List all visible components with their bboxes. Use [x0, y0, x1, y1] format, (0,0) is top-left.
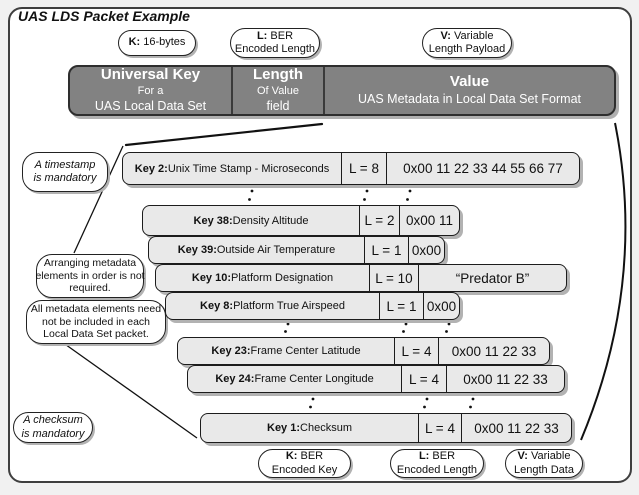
packet-row-key24-frame-center-longitude: Key 24: Frame Center Longitude L = 4 0x0… — [187, 365, 565, 393]
row-value-field: 0x00 11 — [399, 206, 459, 235]
legend-bottom-length-line2: Encoded Length — [396, 463, 478, 476]
legend-top-length-line1: L: BER — [256, 29, 294, 42]
header-universal-key: Universal Key For a UAS Local Data Set — [70, 66, 231, 114]
packet-row-key39-outside-air-temp: Key 39: Outside Air Temperature L = 1 0x… — [148, 236, 445, 264]
legend-top-key: K: 16-bytes — [118, 30, 196, 56]
legend-bottom-key-line1: K: BER — [285, 450, 324, 463]
row-value-field: 0x00 — [423, 293, 459, 319]
row-length-field: L = 4 — [401, 366, 446, 392]
row-key-label: Key 2: Unix Time Stamp - Microseconds — [134, 162, 330, 175]
note-ordering-not-required: Arranging metadata elements in order is … — [35, 254, 145, 298]
packet-row-key10-platform-designation: Key 10: Platform Designation L = 10 “Pre… — [155, 264, 567, 292]
packet-row-key2-timestamp: Key 2: Unix Time Stamp - Microseconds L … — [122, 152, 580, 185]
klv-header-bar: Universal Key For a UAS Local Data Set L… — [68, 65, 616, 116]
packet-row-key23-frame-center-latitude: Key 23: Frame Center Latitude L = 4 0x00… — [177, 337, 550, 365]
header-length: Length Of Value field — [231, 66, 323, 114]
packet-row-key38-density-altitude: Key 38: Density Altitude L = 2 0x00 11 — [142, 205, 460, 236]
header-length-sub1: Of Value — [257, 85, 299, 98]
row-key-label: Key 8: Platform True Airspeed — [200, 300, 345, 312]
row-value-field: “Predator B” — [418, 265, 566, 291]
legend-top-value-line1: V: Variable — [440, 29, 494, 42]
header-universal-key-sub2: UAS Local Data Set — [94, 98, 207, 113]
legend-bottom-value-line2: Length Data — [514, 463, 574, 476]
row-length-field: L = 1 — [364, 237, 408, 263]
row-length-field: L = 2 — [359, 206, 399, 235]
legend-top-value-line2: Length Payload — [428, 43, 506, 55]
row-length-field: L = 1 — [379, 293, 423, 319]
row-length-field: L = 4 — [394, 338, 438, 364]
note-elements-optional: All metadata elements need not be includ… — [26, 300, 166, 344]
row-value-field: 0x00 11 22 33 — [461, 414, 571, 442]
note-timestamp-mandatory: A timestamp is mandatory — [22, 152, 108, 192]
legend-bottom-key-line2: Encoded Key — [271, 463, 338, 476]
packet-row-key8-platform-true-airspeed: Key 8: Platform True Airspeed L = 1 0x00 — [165, 292, 460, 320]
legend-bottom-value-line1: V: Variable — [517, 450, 571, 463]
header-length-title: Length — [253, 66, 303, 84]
legend-bottom-length-line1: L: BER — [418, 450, 456, 463]
header-value-sub1: UAS Metadata in Local Data Set Format — [357, 92, 582, 107]
legend-top-length: L: BER Encoded Length — [230, 28, 320, 58]
row-value-field: 0x00 11 22 33 — [446, 366, 564, 392]
row-key-label: Key 38: Density Altitude — [193, 214, 309, 227]
header-length-sub2: field — [266, 98, 290, 113]
header-value: Value UAS Metadata in Local Data Set For… — [323, 67, 614, 114]
row-key-label: Key 24: Frame Center Longitude — [215, 373, 374, 385]
legend-top-key-label: K: 16-bytes — [128, 36, 186, 49]
row-key-label: Key 1: Checksum — [267, 422, 352, 434]
row-length-field: L = 4 — [418, 414, 461, 442]
legend-bottom-key: K: BER Encoded Key — [258, 449, 351, 478]
row-key-label: Key 23: Frame Center Latitude — [211, 345, 361, 357]
row-key-label: Key 10: Platform Designation — [191, 272, 334, 284]
header-universal-key-title: Universal Key — [100, 66, 201, 84]
legend-bottom-length: L: BER Encoded Length — [390, 449, 484, 478]
packet-row-key1-checksum: Key 1: Checksum L = 4 0x00 11 22 33 — [200, 413, 572, 443]
row-value-field: 0x00 11 22 33 — [438, 338, 549, 364]
row-value-field: 0x00 — [408, 237, 444, 263]
row-value-field: 0x00 11 22 33 44 55 66 77 — [386, 153, 579, 184]
row-length-field: L = 8 — [341, 153, 386, 184]
note-checksum-mandatory: A checksum is mandatory — [13, 412, 93, 443]
legend-bottom-value: V: Variable Length Data — [505, 449, 583, 478]
header-universal-key-sub1: For a — [137, 85, 164, 98]
legend-top-value: V: Variable Length Payload — [422, 28, 512, 58]
header-value-title: Value — [449, 73, 490, 91]
legend-top-length-line2: Encoded Length — [234, 43, 316, 55]
row-key-label: Key 39: Outside Air Temperature — [177, 244, 336, 256]
row-length-field: L = 10 — [369, 265, 418, 291]
diagram-title: UAS LDS Packet Example — [18, 8, 190, 24]
